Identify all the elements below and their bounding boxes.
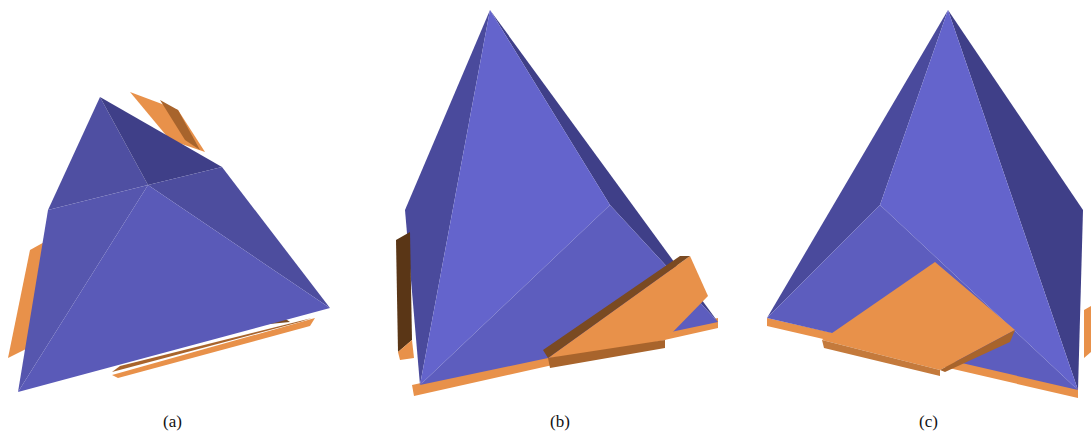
subfigure-label: (a): [163, 412, 182, 432]
view-a: [8, 92, 330, 392]
view-b: [396, 10, 718, 396]
subfigure-label: (b): [550, 412, 570, 432]
subfigure-label: (c): [919, 412, 938, 432]
view-c: [767, 10, 1091, 398]
